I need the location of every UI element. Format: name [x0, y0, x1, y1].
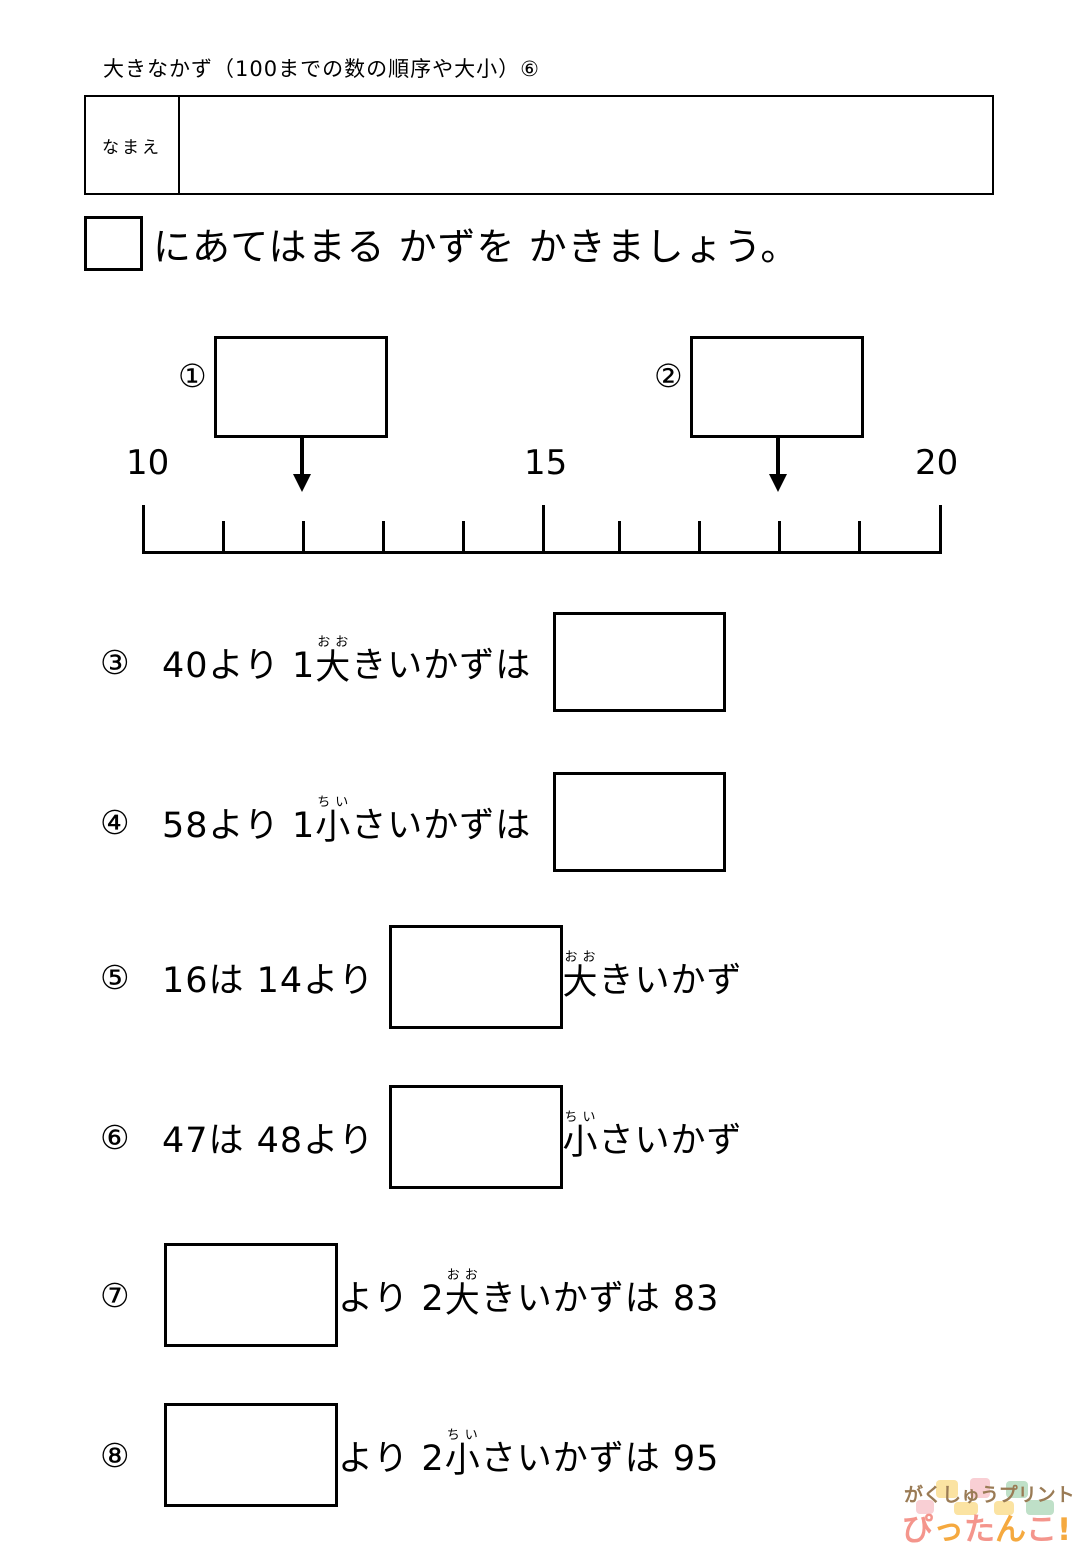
ruby-base-8: 小	[444, 1440, 481, 1481]
question-text-6-ruby: 小ちい	[563, 1110, 599, 1165]
major-tick-15	[542, 505, 545, 553]
ruby-base-3: 大	[315, 647, 352, 688]
question-text-8-post: さいかずは 95	[480, 1438, 720, 1479]
question-text-6-post: さいかず	[598, 1120, 743, 1161]
ruby-text-5: おお	[562, 949, 599, 965]
ruby-text-3: おお	[315, 634, 352, 650]
minor-tick-12	[302, 521, 305, 553]
question-text-4-post: さいかずは	[351, 805, 532, 846]
logo-char-4: ん	[995, 1512, 1026, 1548]
item-marker-2: ②	[654, 357, 683, 395]
question-text-7-lead: より 2	[338, 1278, 445, 1319]
logo-char-3: た	[964, 1512, 995, 1548]
name-field-table: なまえ	[84, 95, 994, 195]
logo-puzzle-shape-4	[916, 1500, 934, 1514]
page-title: 大きなかず（100までの数の順序や大小）⑥	[103, 57, 540, 81]
question-row-5: ⑤ 16は 14より 大おお きいかず	[100, 925, 743, 1029]
instruction-row: にあてはまる かずを かきましょう。	[84, 216, 799, 271]
major-tick-10	[142, 505, 145, 553]
question-text-5-pre: 16は 14より	[162, 960, 375, 1001]
answer-box-6[interactable]	[388, 1085, 563, 1189]
minor-tick-16	[618, 521, 621, 553]
question-text-8-ruby: 小ちい	[445, 1428, 481, 1483]
question-text-3-pre: 40より 1	[162, 645, 316, 686]
answer-box-8[interactable]	[164, 1403, 338, 1507]
answer-box-2[interactable]	[690, 336, 864, 438]
instruction-text: にあてはまる かずを かきましょう。	[153, 225, 800, 269]
name-input-area[interactable]	[180, 97, 992, 193]
logo-top-text: がくしゅうプリント	[904, 1484, 1075, 1506]
minor-tick-11	[222, 521, 225, 553]
major-tick-20	[939, 505, 942, 553]
answer-box-7[interactable]	[164, 1243, 338, 1347]
ruby-base-4: 小	[315, 807, 352, 848]
question-text-8-lead: より 2	[338, 1438, 445, 1479]
question-text-4-ruby: 小ちい	[315, 795, 351, 850]
question-text-6-pre: 47は 48より	[162, 1120, 375, 1161]
minor-tick-17	[698, 521, 701, 553]
question-row-8: ⑧ より 2 小ちい さいかずは 95	[100, 1403, 719, 1507]
axis-tick-label-15: 15	[524, 443, 568, 483]
question-number-5: ⑤	[100, 957, 130, 997]
question-number-4: ④	[100, 802, 130, 842]
question-text-5-post: きいかず	[598, 960, 743, 1001]
question-row-7: ⑦ より 2 大おお きいかずは 83	[100, 1243, 719, 1347]
name-label-cell: なまえ	[86, 97, 180, 193]
logo-puzzle-shape-1	[936, 1480, 958, 1498]
answer-box-4[interactable]	[553, 772, 727, 872]
logo-puzzle-shape-5	[954, 1502, 978, 1515]
answer-box-1[interactable]	[214, 336, 388, 438]
question-row-4: ④ 58より 1 小ちい さいかずは	[100, 772, 727, 872]
logo-puzzle-shape-2	[970, 1478, 990, 1498]
question-number-8: ⑧	[100, 1435, 130, 1475]
logo-char-1: ぴ	[902, 1512, 933, 1548]
instruction-example-box	[84, 216, 143, 271]
ruby-text-4: ちい	[315, 794, 352, 810]
minor-tick-18	[778, 521, 781, 553]
question-number-3: ③	[100, 642, 130, 682]
question-number-6: ⑥	[100, 1117, 130, 1157]
logo-puzzle-shape-6	[994, 1501, 1014, 1515]
minor-tick-19	[858, 521, 861, 553]
ruby-base-5: 大	[562, 962, 599, 1003]
question-text-3-ruby: 大おお	[315, 635, 351, 690]
axis-tick-label-20: 20	[915, 443, 959, 483]
question-row-6: ⑥ 47は 48より 小ちい さいかず	[100, 1085, 743, 1189]
ruby-text-8: ちい	[444, 1427, 481, 1443]
answer-box-5[interactable]	[388, 925, 563, 1029]
logo-char-2: っ	[933, 1512, 964, 1548]
minor-tick-14	[462, 521, 465, 553]
minor-tick-13	[382, 521, 385, 553]
ruby-base-7: 大	[444, 1280, 481, 1321]
item-marker-1: ①	[178, 357, 207, 395]
ruby-base-6: 小	[562, 1122, 599, 1163]
logo-puzzle-shape-7	[1026, 1500, 1054, 1515]
logo-char-5: こ	[1026, 1512, 1057, 1548]
question-text-7-ruby: 大おお	[445, 1268, 481, 1323]
question-text-7-post: きいかずは 83	[480, 1278, 720, 1319]
question-row-3: ③ 40より 1 大おお きいかずは	[100, 612, 727, 712]
axis-tick-label-10: 10	[126, 443, 170, 483]
site-logo: がくしゅうプリント ぴったんこ!	[898, 1478, 1075, 1550]
answer-box-3[interactable]	[553, 612, 727, 712]
logo-bottom-text: ぴったんこ!	[902, 1504, 1071, 1549]
question-text-5-ruby: 大おお	[563, 950, 599, 1005]
logo-puzzle-shape-3	[1006, 1481, 1028, 1498]
ruby-text-6: ちい	[562, 1109, 599, 1125]
name-label: なまえ	[102, 137, 162, 158]
ruby-text-7: おお	[444, 1267, 481, 1283]
question-text-4-pre: 58より 1	[162, 805, 316, 846]
question-text-3-post: きいかずは	[351, 645, 532, 686]
question-number-7: ⑦	[100, 1275, 130, 1315]
logo-char-6: !	[1057, 1512, 1072, 1548]
